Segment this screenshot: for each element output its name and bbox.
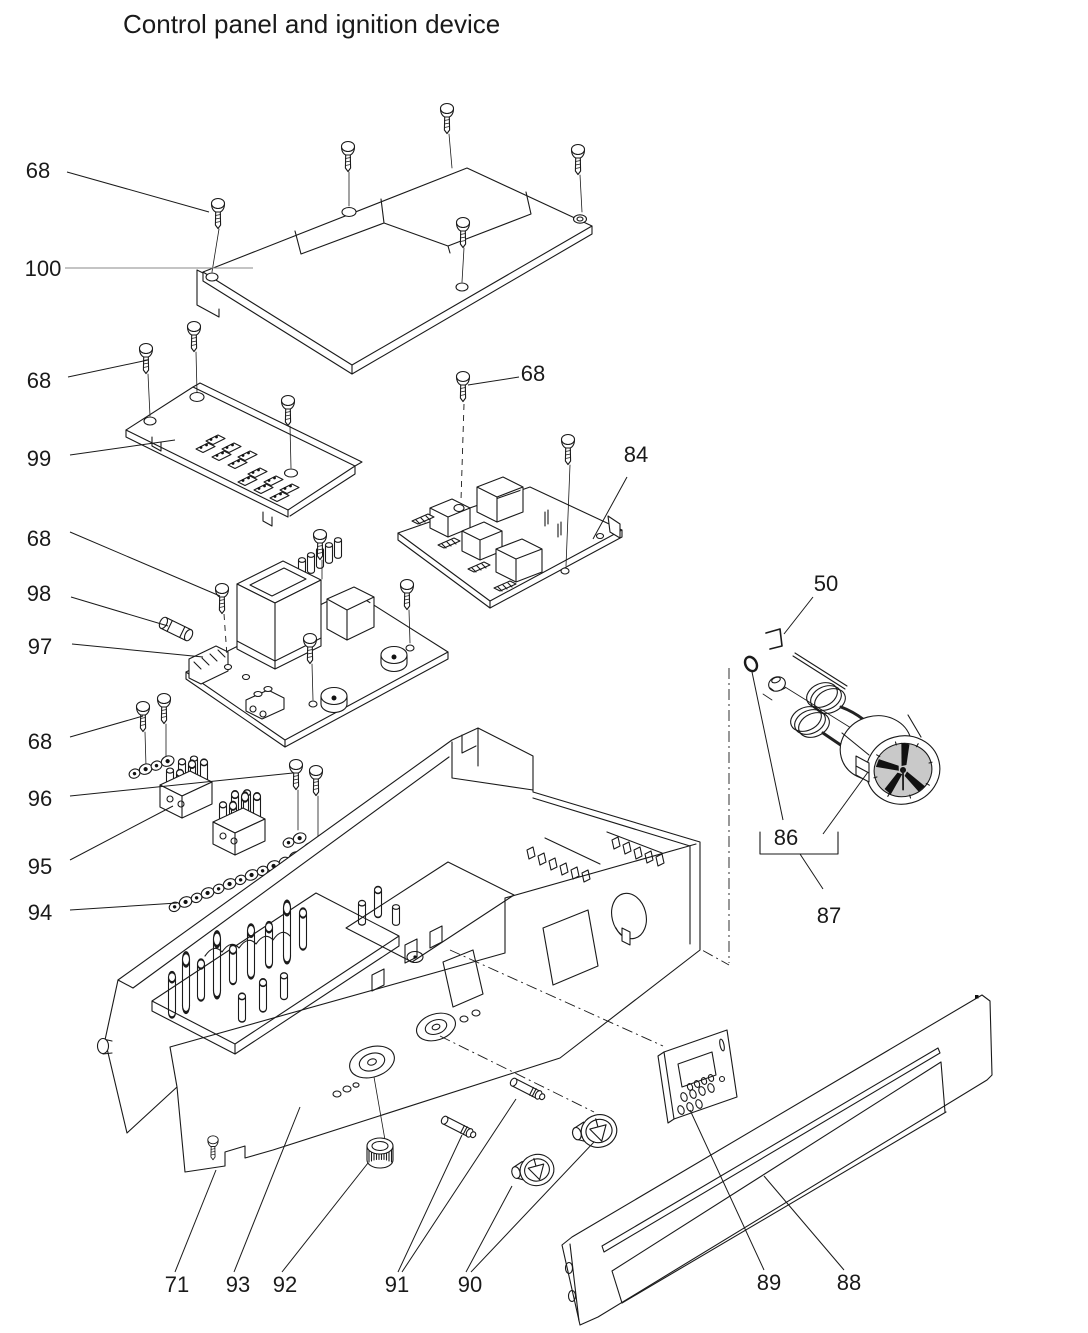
part-92-knob — [366, 1137, 394, 1169]
capillary-coils — [790, 682, 846, 738]
part-84-relay-board — [397, 370, 623, 609]
centerline-lamp — [439, 1035, 595, 1113]
o-ring — [743, 655, 759, 673]
part-label-92: 92 — [273, 1272, 297, 1297]
diagram-title: Control panel and ignition device — [123, 9, 500, 39]
part-label-97: 97 — [28, 634, 52, 659]
part-label-87: 87 — [817, 903, 841, 928]
part-label-68-c: 68 — [521, 361, 545, 386]
part-98-fuse — [158, 616, 194, 642]
part-50-clip — [765, 628, 783, 650]
part-label-50: 50 — [814, 571, 838, 596]
terminal-block — [159, 755, 213, 819]
part-88-fascia-panel — [561, 994, 993, 1326]
part-label-84: 84 — [624, 442, 648, 467]
capillary-nut — [768, 676, 786, 692]
part-label-68-e: 68 — [28, 729, 52, 754]
part-93-housing — [96, 727, 701, 1173]
part-99-keypad-board — [125, 320, 363, 527]
part-label-100: 100 — [25, 256, 62, 281]
part-label-99: 99 — [27, 446, 51, 471]
part-label-90: 90 — [458, 1272, 482, 1297]
part-label-86: 86 — [774, 825, 798, 850]
part-label-68-d: 68 — [27, 526, 51, 551]
part-label-88: 88 — [837, 1270, 861, 1295]
part-97-control-board — [158, 528, 449, 748]
part-100-top-cover — [196, 102, 593, 375]
part-89-display-module — [657, 1029, 738, 1124]
part-label-93: 93 — [226, 1272, 250, 1297]
part-label-96: 96 — [28, 786, 52, 811]
part-label-98: 98 — [27, 581, 51, 606]
terminal-block — [212, 789, 266, 856]
centerline-display — [449, 949, 664, 1047]
leader-lines — [65, 171, 845, 1273]
parts-50-86-gauge-assembly — [743, 628, 941, 890]
bracket-86 — [759, 831, 839, 855]
part-label-71: 71 — [165, 1272, 189, 1297]
vent-slots — [526, 831, 665, 883]
part-label-89: 89 — [757, 1270, 781, 1295]
part-label-91: 91 — [385, 1272, 409, 1297]
part-90-lamp-lenses — [511, 1114, 618, 1187]
part-label-68-b: 68 — [27, 368, 51, 393]
part-label-94: 94 — [28, 900, 52, 925]
part-91-pins — [440, 1077, 546, 1139]
potentiometer-boss — [349, 1012, 456, 1079]
parts-94-95-96-terminals — [126, 692, 330, 915]
part-label-95: 95 — [28, 854, 52, 879]
part-label-68-a: 68 — [26, 158, 50, 183]
buzzer — [320, 645, 408, 714]
part-86-gauge — [839, 714, 941, 805]
